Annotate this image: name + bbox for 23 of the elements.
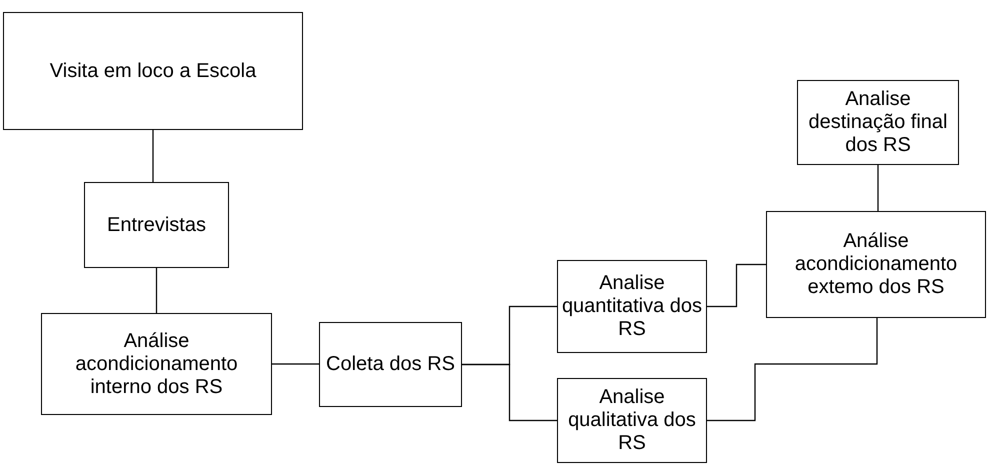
box-label: Coleta dos RS — [326, 353, 455, 376]
connector-line — [877, 165, 879, 211]
process-box — [319, 322, 462, 407]
process-box — [3, 12, 303, 130]
box-label: Análise acondicionamento extemo dos RS — [794, 230, 958, 299]
box-label: Entrevistas — [107, 214, 206, 236]
connector-line — [152, 130, 154, 182]
process-box — [41, 313, 272, 415]
connector-line — [272, 363, 319, 365]
process-box — [797, 80, 959, 165]
process-box — [557, 260, 707, 353]
box-label: Analise qualitativa dos RS — [567, 386, 697, 455]
process-box — [766, 211, 986, 318]
connector-line — [707, 318, 878, 422]
process-box — [557, 378, 707, 463]
box-label: Visita em loco a Escola — [50, 60, 256, 82]
box-label: Analise quantitativa dos RS — [560, 272, 704, 341]
connector-line — [462, 364, 557, 422]
box-label: Analise destinação final dos RS — [808, 88, 948, 157]
process-box — [84, 182, 229, 268]
connector-line — [707, 264, 766, 308]
box-label: Análise acondicionamento interno dos RS — [74, 330, 239, 398]
connector-line — [156, 268, 158, 313]
